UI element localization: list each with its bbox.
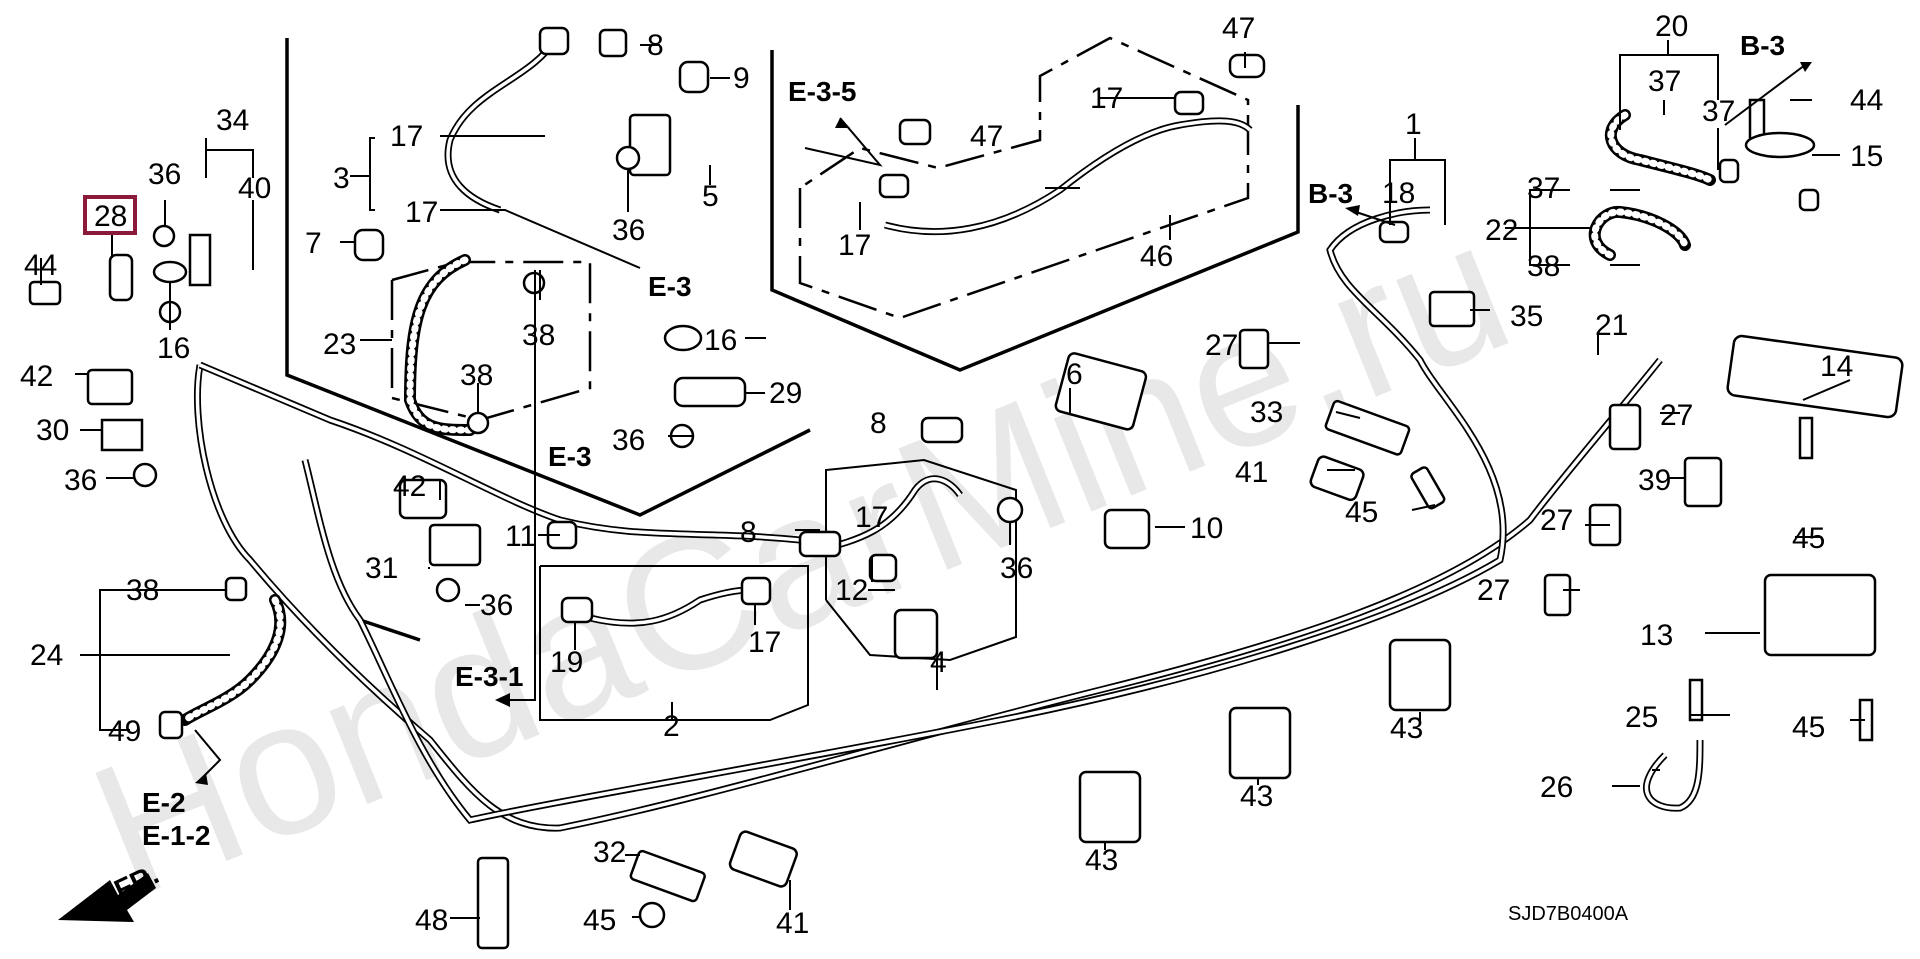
- part-label[interactable]: 36: [1000, 552, 1033, 585]
- part-label[interactable]: 38: [522, 319, 555, 352]
- frame-lines: [285, 36, 1300, 721]
- part-label[interactable]: 2: [663, 710, 680, 743]
- part-label[interactable]: 14: [1820, 350, 1853, 383]
- part-label[interactable]: 3: [333, 162, 350, 195]
- part-label[interactable]: 16: [704, 324, 737, 357]
- part-label[interactable]: 44: [24, 249, 57, 282]
- part-label[interactable]: 26: [1540, 771, 1573, 804]
- reference-arrows: [194, 62, 1812, 785]
- part-label[interactable]: 46: [1140, 240, 1173, 273]
- part-label[interactable]: 27: [1477, 574, 1510, 607]
- part-label[interactable]: 45: [583, 904, 616, 937]
- part-label[interactable]: 12: [835, 574, 868, 607]
- part-label[interactable]: 33: [1250, 396, 1283, 429]
- part-label[interactable]: 8: [647, 29, 664, 62]
- brake-hoses: [179, 38, 1716, 812]
- section-reference-link[interactable]: E-3: [548, 441, 592, 472]
- part-label[interactable]: 9: [733, 62, 750, 95]
- part-label[interactable]: 42: [393, 470, 426, 503]
- part-label[interactable]: 1: [1405, 108, 1422, 141]
- highlight-box: [83, 195, 137, 235]
- part-label[interactable]: 44: [1850, 84, 1883, 117]
- part-label[interactable]: 40: [238, 172, 271, 205]
- part-label[interactable]: 47: [1222, 12, 1255, 45]
- part-label[interactable]: 20: [1655, 10, 1688, 43]
- part-label[interactable]: 43: [1390, 712, 1423, 745]
- part-label[interactable]: 31: [365, 552, 398, 585]
- part-label[interactable]: 36: [480, 589, 513, 622]
- part-label[interactable]: 41: [1235, 456, 1268, 489]
- part-label[interactable]: 16: [157, 332, 190, 365]
- part-label[interactable]: 34: [216, 104, 249, 137]
- part-label[interactable]: 17: [405, 196, 438, 229]
- part-label[interactable]: 37: [1702, 95, 1735, 128]
- section-reference-link[interactable]: E-1-2: [142, 820, 210, 851]
- brake-pipes: [194, 206, 1663, 832]
- part-label[interactable]: 19: [550, 646, 583, 679]
- part-label[interactable]: 17: [1090, 82, 1123, 115]
- part-label[interactable]: 6: [1066, 358, 1083, 391]
- section-reference-link[interactable]: E-3-1: [455, 661, 523, 692]
- part-label[interactable]: 23: [323, 328, 356, 361]
- part-label[interactable]: 36: [148, 158, 181, 191]
- part-label[interactable]: 48: [415, 904, 448, 937]
- part-label[interactable]: 24: [30, 639, 63, 672]
- part-label[interactable]: 36: [612, 424, 645, 457]
- part-label[interactable]: 17: [838, 229, 871, 262]
- part-label[interactable]: 13: [1640, 619, 1673, 652]
- part-label[interactable]: 45: [1792, 711, 1825, 744]
- part-label[interactable]: 45: [1345, 496, 1378, 529]
- part-label[interactable]: 38: [126, 574, 159, 607]
- part-label[interactable]: 42: [20, 360, 53, 393]
- part-label[interactable]: 27: [1205, 329, 1238, 362]
- part-label[interactable]: 11: [505, 520, 536, 553]
- part-label[interactable]: 45: [1792, 522, 1825, 555]
- part-label[interactable]: 25: [1625, 701, 1658, 734]
- part-label[interactable]: 43: [1240, 780, 1273, 813]
- section-reference-link[interactable]: E-3-5: [788, 76, 856, 107]
- section-reference-link[interactable]: B-3: [1308, 178, 1353, 209]
- part-label[interactable]: 43: [1085, 844, 1118, 877]
- part-label[interactable]: 36: [64, 464, 97, 497]
- part-label[interactable]: 5: [702, 180, 719, 213]
- part-label[interactable]: 27: [1660, 399, 1693, 432]
- part-label[interactable]: 22: [1485, 214, 1518, 247]
- part-label[interactable]: 39: [1638, 464, 1671, 497]
- section-references: E-3E-3E-3-5B-3B-3E-3-1E-2E-1-2: [142, 30, 1785, 851]
- part-label[interactable]: 10: [1190, 512, 1223, 545]
- diagram-code: SJD7B0400A: [1508, 903, 1629, 925]
- part-label[interactable]: 8: [870, 407, 887, 440]
- part-label[interactable]: 38: [460, 359, 493, 392]
- part-label[interactable]: 41: [776, 907, 809, 940]
- part-label[interactable]: 37: [1648, 65, 1681, 98]
- part-label[interactable]: 17: [748, 626, 781, 659]
- highlighted-part-label[interactable]: 28: [94, 200, 127, 233]
- part-label[interactable]: 37: [1527, 172, 1560, 205]
- section-reference-link[interactable]: B-3: [1740, 30, 1785, 61]
- part-label[interactable]: 47: [970, 120, 1003, 153]
- part-label[interactable]: 32: [593, 836, 626, 869]
- section-reference-link[interactable]: E-3: [648, 271, 692, 302]
- part-label[interactable]: 49: [108, 715, 141, 748]
- part-label[interactable]: 4: [930, 646, 947, 679]
- part-label[interactable]: 29: [769, 377, 802, 410]
- part-label[interactable]: 21: [1595, 309, 1628, 342]
- part-label[interactable]: 30: [36, 414, 69, 447]
- part-label[interactable]: 7: [305, 227, 322, 260]
- part-label[interactable]: 17: [855, 501, 888, 534]
- part-label[interactable]: 38: [1527, 250, 1560, 283]
- part-label[interactable]: 17: [390, 120, 423, 153]
- part-shapes: [28, 26, 1904, 950]
- leader-lines: [40, 40, 1865, 919]
- section-reference-link[interactable]: E-2: [142, 787, 186, 818]
- part-label[interactable]: 15: [1850, 140, 1883, 173]
- part-label[interactable]: 36: [612, 214, 645, 247]
- part-label[interactable]: 27: [1540, 504, 1573, 537]
- part-label[interactable]: 35: [1510, 300, 1543, 333]
- part-label[interactable]: 18: [1382, 177, 1415, 210]
- part-label[interactable]: 8: [740, 516, 757, 549]
